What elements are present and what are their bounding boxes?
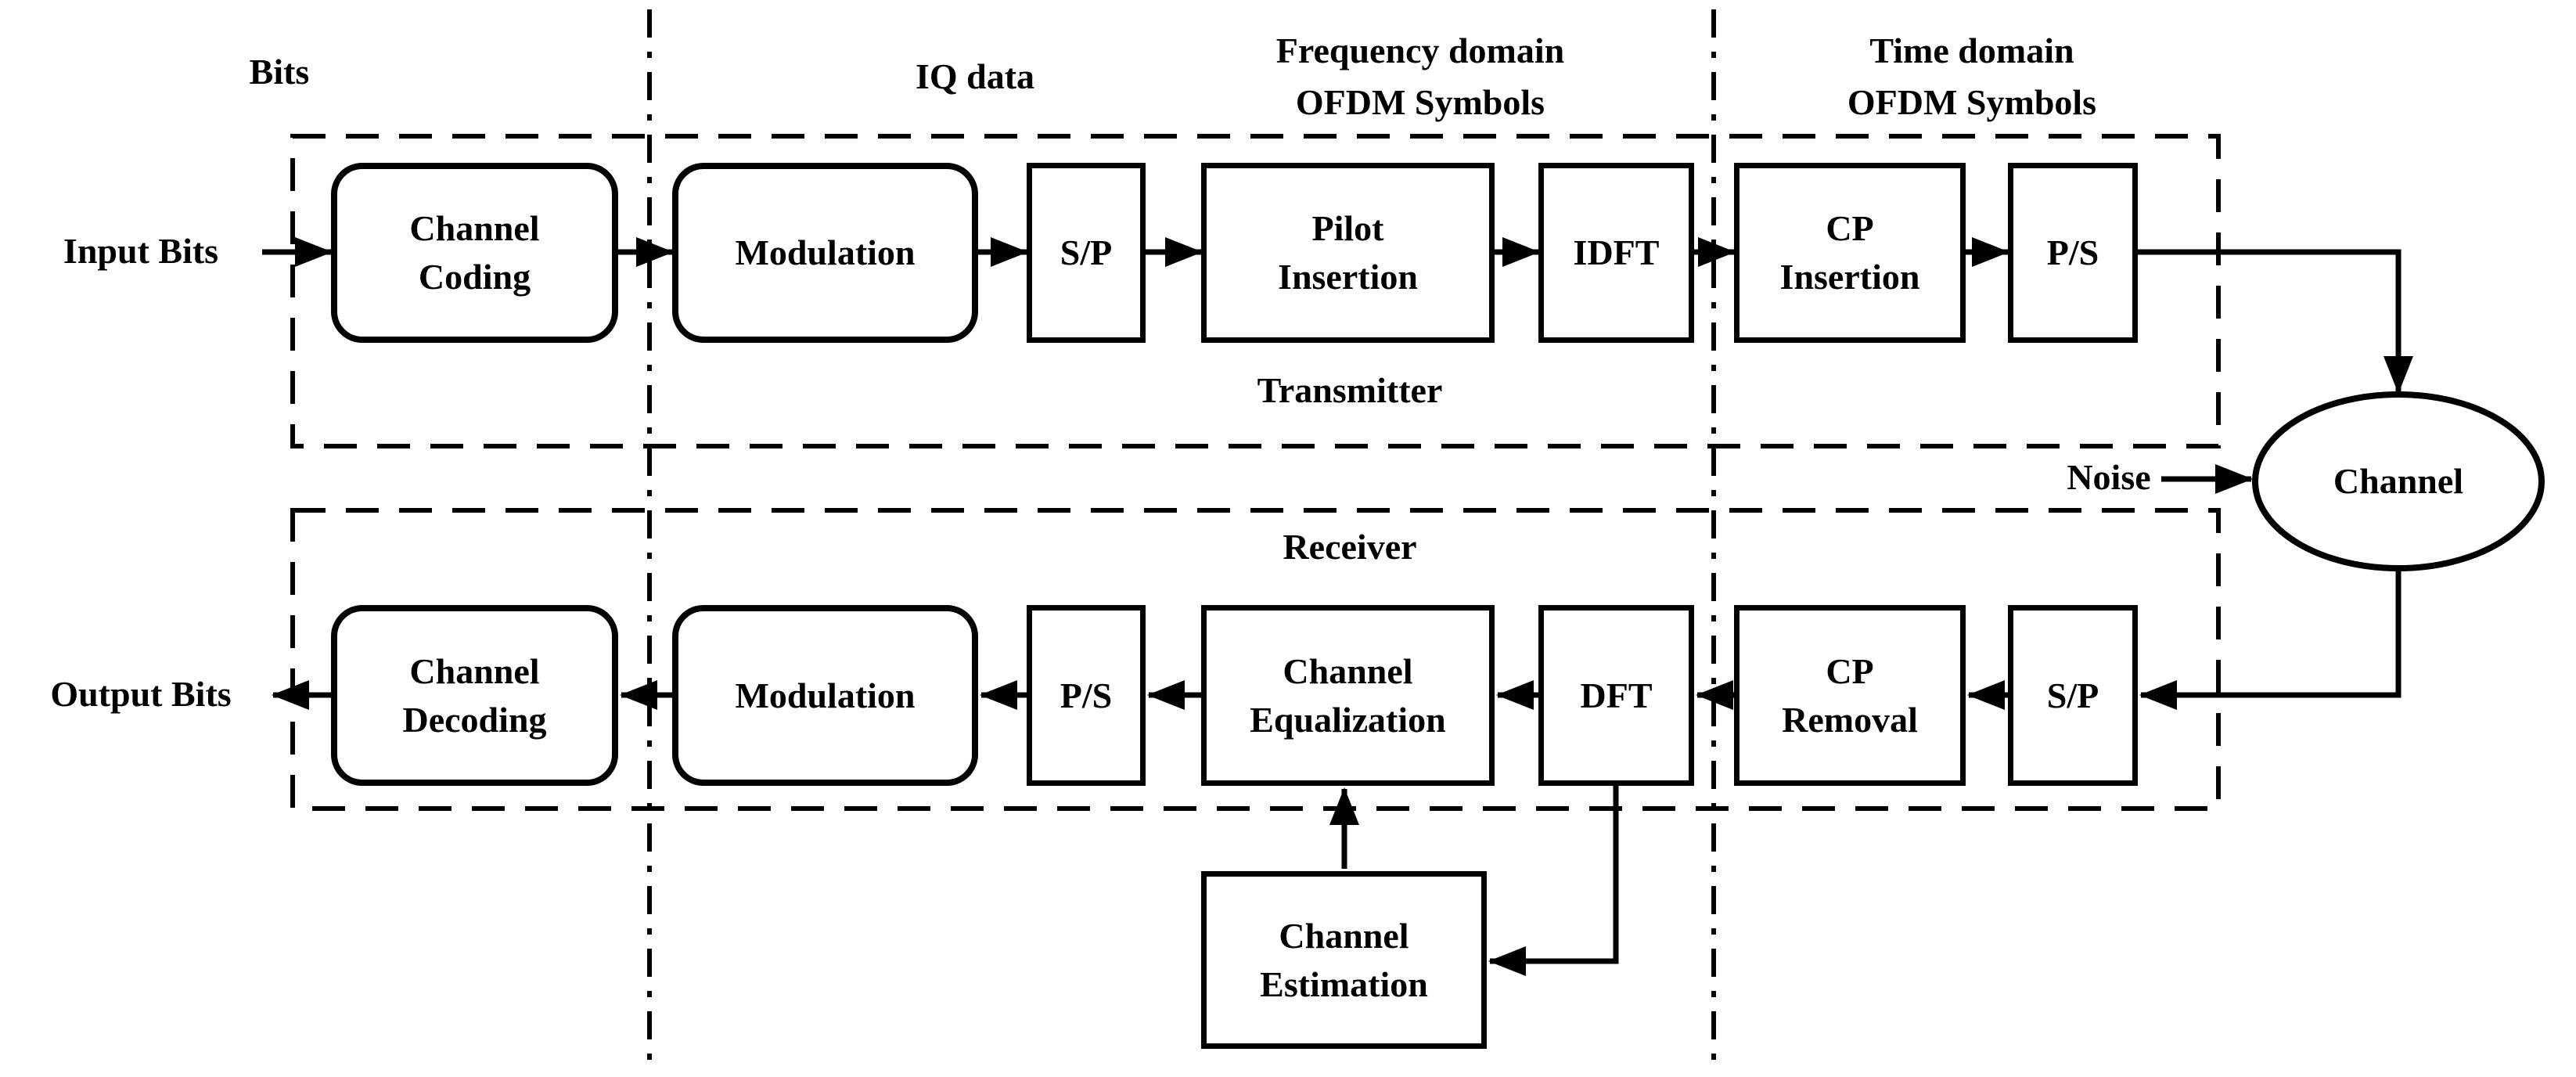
tx-block-sp: S/P [1027,163,1146,343]
rx-block-cp-removal: CP Removal [1734,605,1966,786]
rx-block-modulation: Modulation [672,605,978,786]
tx-block-cp-insertion: CP Insertion [1734,163,1966,343]
channel-label: Channel [2333,461,2464,501]
receiver-title: Receiver [1283,527,1417,567]
arrow-dft-to-estimation [1488,786,1619,976]
rx-block-ps: P/S [1027,605,1146,786]
tx-block-pilot-insertion: Pilot Insertion [1201,163,1495,343]
transmitter-boundary [290,134,2221,448]
tx-block-modulation: Modulation [672,163,978,343]
noise-label: Noise [2067,457,2151,497]
rx-block-channel-equalization: Channel Equalization [1201,605,1495,786]
region-label-time-domain: Time domain OFDM Symbols [1847,31,2097,122]
region-label-iq-data: IQ data [915,56,1035,96]
rx-block-dft: DFT [1538,605,1694,786]
transmitter-title: Transmitter [1257,370,1443,410]
tx-block-idft: IDFT [1538,163,1694,343]
region-label-bits: Bits [249,52,310,92]
channel-estimation-block: Channel Estimation [1201,871,1487,1049]
arrow-channel-to-sp [2139,570,2402,710]
output-bits-label: Output Bits [50,674,232,714]
rx-block-channel-decoding: Channel Decoding [331,605,618,786]
region-label-frequency-domain: Frequency domain OFDM Symbols [1275,31,1565,122]
rx-block-sp: S/P [2008,605,2138,786]
channel-ellipse [2252,391,2545,571]
tx-block-ps: P/S [2008,163,2138,343]
input-bits-label: Input Bits [63,231,219,271]
tx-block-channel-coding: Channel Coding [331,163,618,343]
arrow-ps-to-channel [2138,249,2413,394]
receiver-boundary [290,508,2221,811]
